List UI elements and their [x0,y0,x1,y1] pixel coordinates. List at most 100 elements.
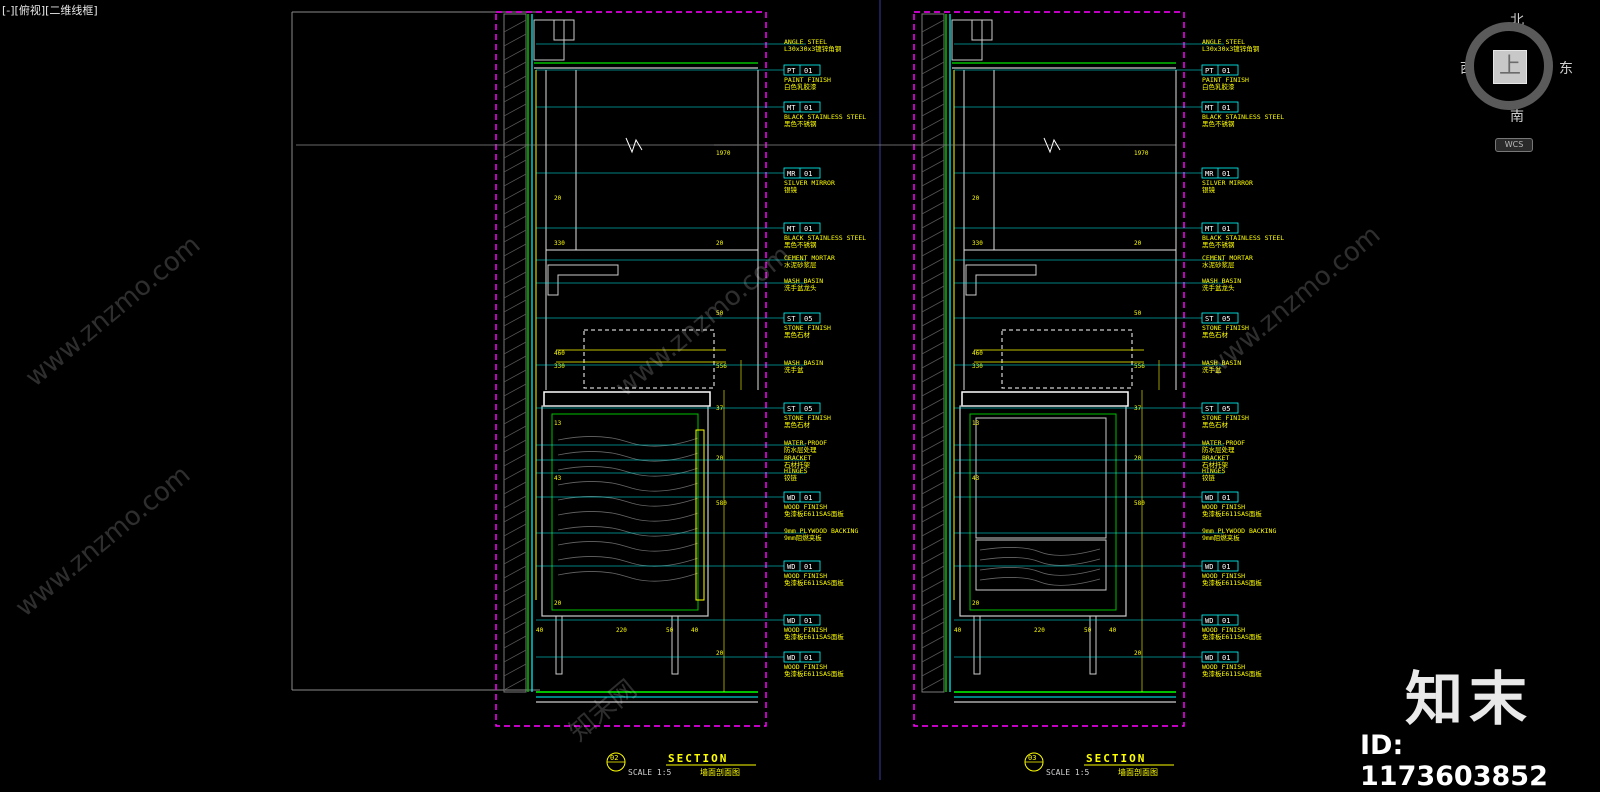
cabinet-drawer [975,417,1107,539]
wall-hatch [921,285,945,299]
section-title: SECTION [1086,752,1146,765]
finish-tag-number: 01 [804,617,812,625]
finish-tag-code: WD [787,654,795,662]
dimension-label: 50 [716,310,724,317]
cabinet-drawer [975,539,1107,591]
wall-hatch [921,327,945,341]
note-cn: 黑色石材 [1202,330,1229,339]
cabinet-leg [555,615,563,675]
dimension-label: 13 [554,420,562,427]
note-en: BLACK STAINLESS STEEL [1202,113,1284,121]
wall-hatch [921,593,945,607]
note-cn: 银镜 [784,185,798,194]
wall-hatch [503,89,527,103]
finish-tag [1201,312,1239,324]
dimension-label: 20 [716,650,724,657]
note-en: SILVER MIRROR [1202,179,1253,187]
viewcube[interactable]: 北 西 东 南 上 WCS [1460,8,1590,158]
finish-tag [1201,101,1239,113]
viewcube-compass-ring[interactable] [1465,22,1553,110]
section-scale: SCALE 1:5 [1046,768,1090,777]
section-title-cn: 墙面剖面图 [700,767,740,777]
note-en: STONE FINISH [1202,324,1249,332]
finish-tag-code: MT [1205,225,1214,233]
note-cn: 防水层处理 [784,445,817,454]
wall-hatch [921,117,945,131]
dimension-label: 20 [1134,650,1142,657]
note-en: STONE FINISH [784,324,831,332]
section-scale: SCALE 1:5 [628,768,672,777]
dimension-label: 13 [972,420,980,427]
finish-tag-number: 01 [1222,104,1230,112]
wall-hatch [503,33,527,47]
finish-tag-code: WD [787,563,795,571]
wall-hatch [921,355,945,369]
finish-tag [1201,560,1239,572]
wood-grain [557,541,699,552]
south-label: 南 [1510,109,1524,125]
note-cn: 黑色石材 [784,420,811,429]
note-en: WATER-PROOF [784,439,827,447]
note-en: 9mm PLYWOOD BACKING [1202,527,1276,535]
section-number: 03 [1028,754,1036,762]
finish-tag [783,222,821,234]
finish-tag-number: 05 [1222,315,1230,323]
note-cn: 免漆板E611SAS面板 [784,578,844,587]
ceiling-bracket [553,19,575,41]
dimension-label: 330 [972,363,983,370]
note-cn: 洗手盆龙头 [784,283,817,292]
dimension-label: 460 [554,350,565,357]
viewcube-top-face[interactable]: 上 [1493,50,1527,84]
finish-tag [1201,167,1239,179]
finish-tag-number: 01 [1222,617,1230,625]
view-label[interactable]: [-][俯视][二维线框] [2,4,98,17]
note-en: BRACKET [1202,454,1229,462]
wall-hatch [921,397,945,411]
note-en: WOOD FINISH [784,572,827,580]
wood-grain [557,436,699,447]
wall-hatch [503,453,527,467]
note-cn: 防水层处理 [1202,445,1235,454]
finish-tag-code: ST [787,405,796,413]
dimension-label: 50 [1084,627,1092,634]
wcs-menu-button[interactable]: WCS [1495,138,1533,152]
dimension-label: 330 [972,240,983,247]
note-cn: 黑色不锈钢 [784,240,817,249]
wall-hatch [921,425,945,439]
dimension-label: 37 [1134,405,1142,412]
dimension-label: 40 [691,627,699,634]
dimension-label: 556 [716,363,727,370]
cabinet-body [959,405,1127,617]
wall-hatch [503,187,527,201]
note-cn: 9mm阻燃夹板 [1202,533,1240,542]
basin-outline [583,329,715,389]
note-en: PAINT FINISH [1202,76,1249,84]
wall-hatch [921,453,945,467]
wall-hatch [503,61,527,75]
finish-tag-code: MR [1205,170,1214,178]
finish-tag [1201,64,1239,76]
finish-tag [1201,402,1239,414]
finish-tag-code: MT [787,104,796,112]
wall-hatch [503,411,527,425]
finish-tag [1201,614,1239,626]
dimension-label: 556 [1134,363,1145,370]
note-en: CEMENT MORTAR [1202,254,1253,262]
note-en: CEMENT MORTAR [784,254,835,262]
finish-tag-number: 01 [804,494,812,502]
note-en: ANGLE STEEL [784,38,827,46]
dimension-label: 43 [972,475,980,482]
dimension-label: 20 [716,240,724,247]
background-frame-lines [291,0,881,780]
finish-tag [1201,491,1239,503]
wall-hatch [503,313,527,327]
faucet [965,264,1037,296]
finish-tag-code: WD [1205,617,1213,625]
wall-hatch [921,187,945,201]
finish-tag-code: ST [1205,315,1214,323]
wall-hatch [503,19,527,33]
